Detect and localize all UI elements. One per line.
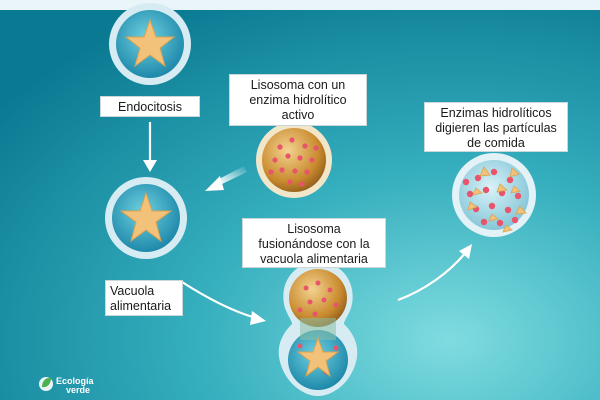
lysosome bbox=[256, 122, 332, 198]
label-fusion-line3: vacuola alimentaria bbox=[260, 252, 368, 266]
label-fusion: Lisosoma fusionándose con la vacuola ali… bbox=[242, 218, 386, 268]
label-lysosome-line2: enzima hidrolítico bbox=[249, 93, 347, 107]
cell-membrane-top bbox=[0, 0, 600, 10]
arrow-down bbox=[143, 122, 157, 172]
arrow-lysosome-to-vacuole bbox=[205, 166, 247, 191]
food-particle-star bbox=[119, 191, 173, 243]
label-enzymes-line2: digieren las partículas bbox=[435, 121, 557, 135]
label-endocytosis: Endocitosis bbox=[100, 96, 200, 117]
food-vacuole bbox=[105, 177, 187, 259]
label-fusion-line2: fusionándose con la bbox=[258, 237, 370, 251]
arrow-fusion-to-digestion bbox=[397, 244, 472, 302]
label-vacuole-line2: alimentaria bbox=[110, 299, 172, 313]
label-endocytosis-text: Endocitosis bbox=[118, 100, 182, 114]
food-particle-star bbox=[124, 18, 176, 68]
enzyme-dots bbox=[462, 168, 522, 227]
brand-line1: Ecología bbox=[56, 376, 94, 386]
digestion-vesicle bbox=[452, 153, 536, 237]
label-enzymes-line1: Enzimas hidrolíticos bbox=[440, 106, 552, 120]
food-fragments bbox=[467, 166, 527, 233]
endocytosis-vesicle bbox=[109, 0, 191, 85]
brand-logo: Ecología verde bbox=[56, 377, 94, 395]
label-lysosome: Lisosoma con un enzima hidrolítico activ… bbox=[229, 74, 367, 126]
brand-line2: verde bbox=[66, 385, 91, 395]
label-vacuole-line1: Vacuola bbox=[110, 284, 155, 298]
arrow-vacuole-to-fusion bbox=[181, 281, 266, 325]
enzyme-dots bbox=[268, 137, 319, 187]
brand-leaf-icon bbox=[39, 377, 53, 391]
label-lysosome-line3: activo bbox=[281, 108, 315, 122]
food-particle-star bbox=[296, 336, 340, 378]
label-lysosome-line1: Lisosoma con un bbox=[250, 78, 346, 92]
brand-text: Ecología verde bbox=[56, 377, 94, 395]
label-food-vacuole: Vacuola alimentaria bbox=[105, 280, 183, 316]
label-fusion-line1: Lisosoma bbox=[287, 222, 341, 236]
label-enzymes-line3: de comida bbox=[467, 136, 525, 150]
label-enzymes-digest: Enzimas hidrolíticos digieren las partíc… bbox=[424, 102, 568, 152]
fusion-vesicle bbox=[278, 262, 358, 396]
